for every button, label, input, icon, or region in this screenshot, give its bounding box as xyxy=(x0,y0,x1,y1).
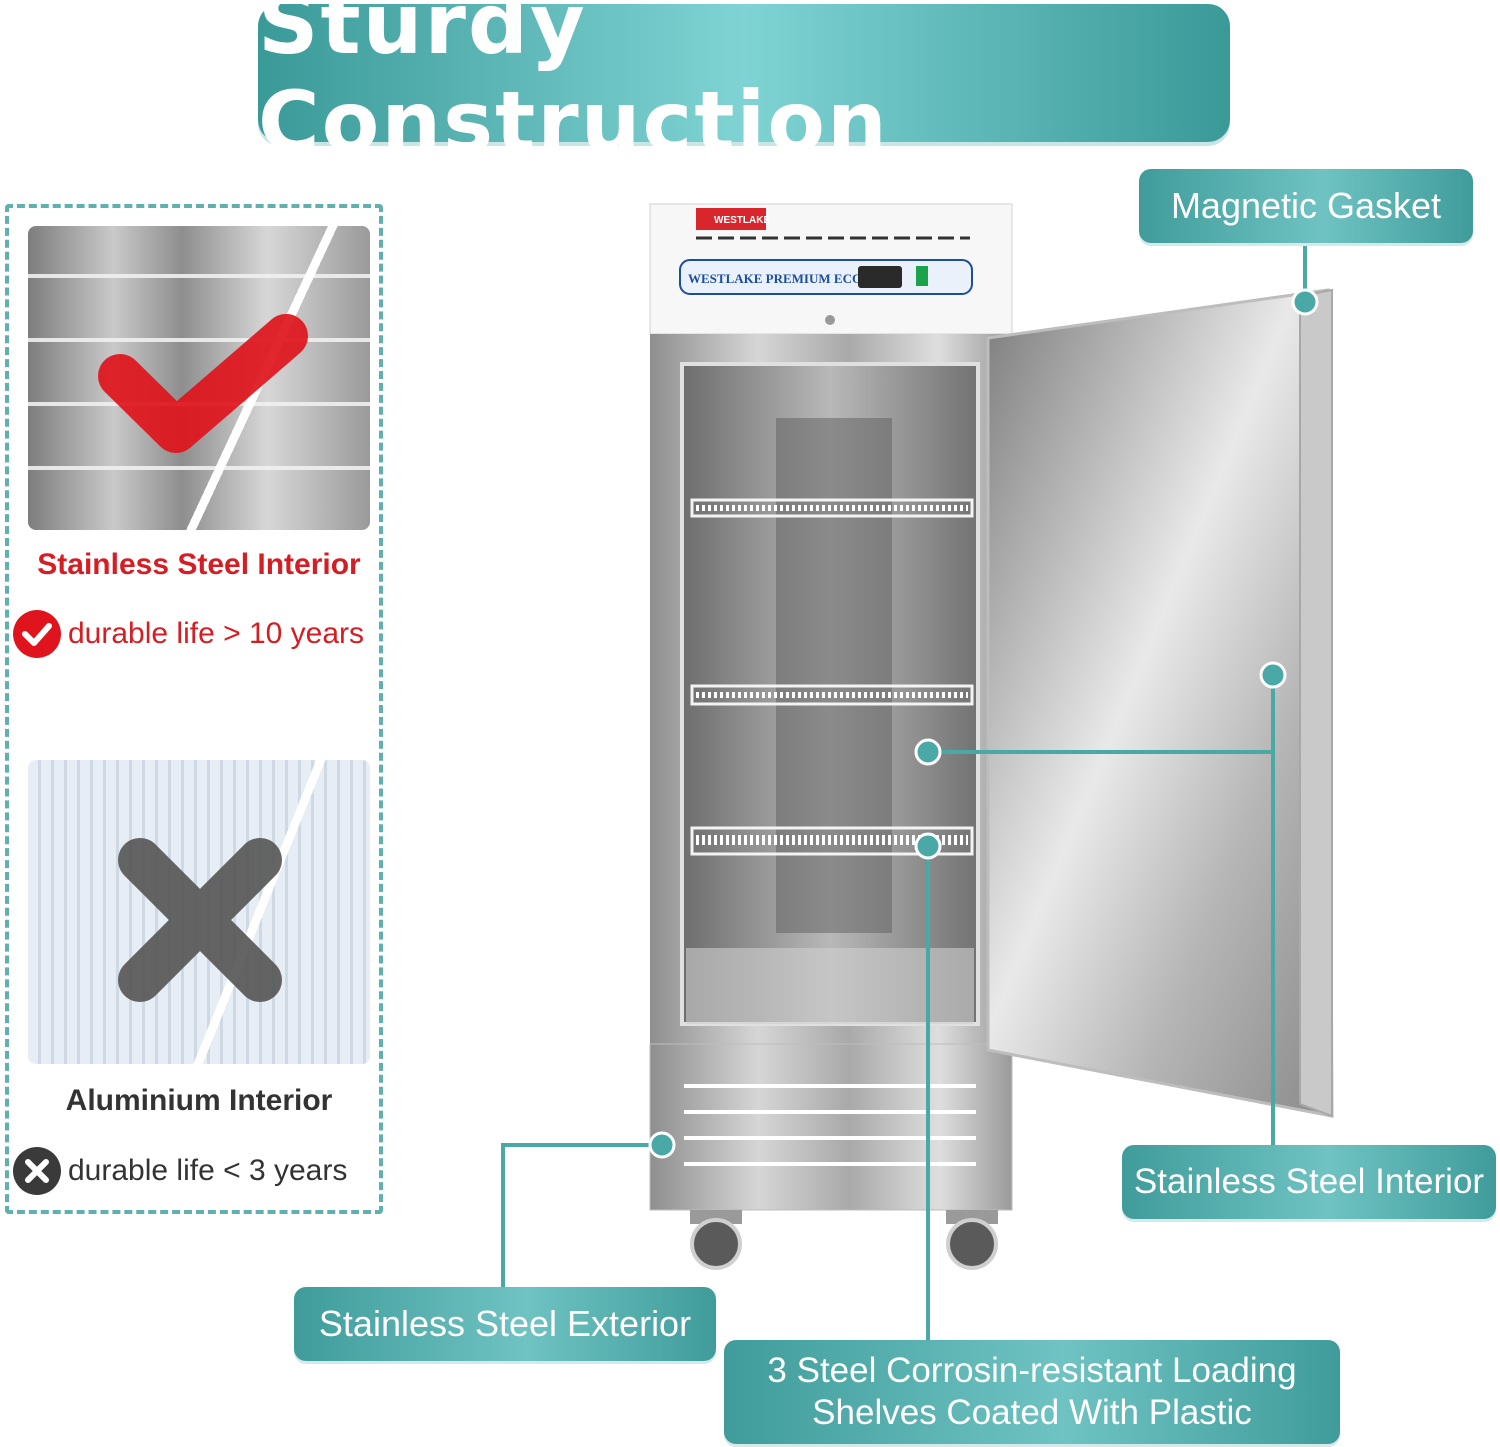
wire-shelves xyxy=(690,498,974,856)
magnetic-gasket-callout: Magnetic Gasket xyxy=(1139,169,1473,243)
bad-heading: Aluminium Interior xyxy=(65,1084,333,1117)
brand-badge-text: WESTLAKE xyxy=(714,215,770,226)
brand-badge xyxy=(696,208,766,230)
stainless-exterior-callout: Stainless Steel Exterior xyxy=(294,1287,716,1361)
power-switch xyxy=(916,266,928,286)
stainless-interior-photo xyxy=(28,226,370,530)
bad-life-text: durable life < 3 years xyxy=(68,1154,348,1187)
page-title: Sturdy Construction xyxy=(258,0,889,171)
shelves-callout: 3 Steel Corrosin-resistant Loading Shelv… xyxy=(724,1340,1340,1444)
caster-wheels xyxy=(690,1210,998,1270)
stainless-interior-callout: Stainless Steel Interior xyxy=(1122,1145,1496,1219)
cross-circle-icon xyxy=(13,1147,61,1195)
aluminium-interior-photo xyxy=(28,760,370,1064)
good-life-row: durable life > 10 years xyxy=(12,608,364,660)
thermostat-display xyxy=(858,266,902,288)
comparison-panel xyxy=(5,204,383,1214)
good-heading: Stainless Steel Interior xyxy=(37,548,361,581)
good-life-text: durable life > 10 years xyxy=(68,617,365,650)
bad-life-row: durable life < 3 years xyxy=(12,1145,347,1197)
shelves-callout-line1: 3 Steel Corrosin-resistant Loading xyxy=(767,1351,1297,1390)
shelves-callout-line2: Shelves Coated With Plastic xyxy=(812,1393,1252,1432)
title-banner: Sturdy Construction xyxy=(258,0,1230,171)
check-circle-icon xyxy=(13,610,61,658)
open-door xyxy=(986,288,1334,1118)
control-panel-label: WESTLAKE PREMIUM ECO xyxy=(688,271,862,286)
check-icon xyxy=(98,314,308,453)
cross-icon xyxy=(118,838,282,1002)
